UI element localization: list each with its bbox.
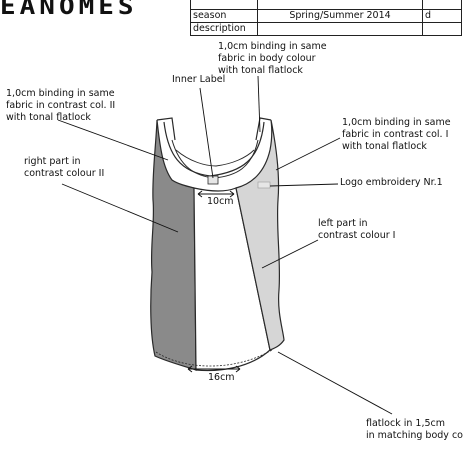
binding-contrast-2-label: 1,0cm binding in same fabric in contrast… — [6, 88, 115, 124]
binding-contrast-1-text: 1,0cm binding in same fabric in contrast… — [342, 117, 451, 152]
left-strap — [255, 117, 272, 141]
binding-contrast-1-label: 1,0cm binding in same fabric in contrast… — [342, 117, 451, 153]
binding-body-text: 1,0cm binding in same fabric in body col… — [218, 41, 327, 76]
logo-embroidery-label: Logo embroidery Nr.1 — [340, 177, 443, 188]
back-neck — [175, 149, 255, 167]
binding-body-label: 1,0cm binding in same fabric in body col… — [218, 41, 327, 77]
leader-lines — [57, 75, 393, 415]
brand-logo: EANOMES — [0, 0, 190, 21]
right-part-label: right part in contrast colour II — [24, 156, 104, 180]
logo-text: EANOMES — [0, 0, 138, 21]
hem-measure-arrow — [187, 365, 241, 373]
left-panel-contrast-1 — [235, 119, 285, 351]
inner-label-text: Inner Label — [172, 74, 226, 85]
neck-measure-arrow — [197, 190, 235, 198]
left-part-text: left part in contrast colour I — [318, 218, 396, 241]
spec-row: description — [190, 22, 462, 36]
garment-sketch — [57, 75, 393, 415]
neck-width-label: 10cm — [207, 196, 234, 207]
right-part-text: right part in contrast colour II — [24, 156, 105, 179]
right-panel-contrast-2 — [150, 119, 197, 371]
logo-embroidery-mark — [257, 181, 271, 189]
spec-extra — [422, 22, 462, 36]
flatlock-label: flatlock in 1,5cm in matching body co — [366, 418, 463, 442]
neck-binding-inner — [171, 139, 259, 179]
spec-table: season Spring/Summer 2014 d description — [190, 0, 462, 36]
hem-flatlock — [155, 349, 273, 367]
flatlock-text: flatlock in 1,5cm in matching body co — [366, 418, 463, 441]
neck-binding — [163, 121, 265, 177]
left-part-label: left part in contrast colour I — [318, 218, 395, 242]
binding-contrast-2-text: 1,0cm binding in same fabric in contrast… — [6, 88, 116, 123]
hem-width-label: 16cm — [208, 372, 235, 383]
right-strap — [156, 117, 176, 141]
